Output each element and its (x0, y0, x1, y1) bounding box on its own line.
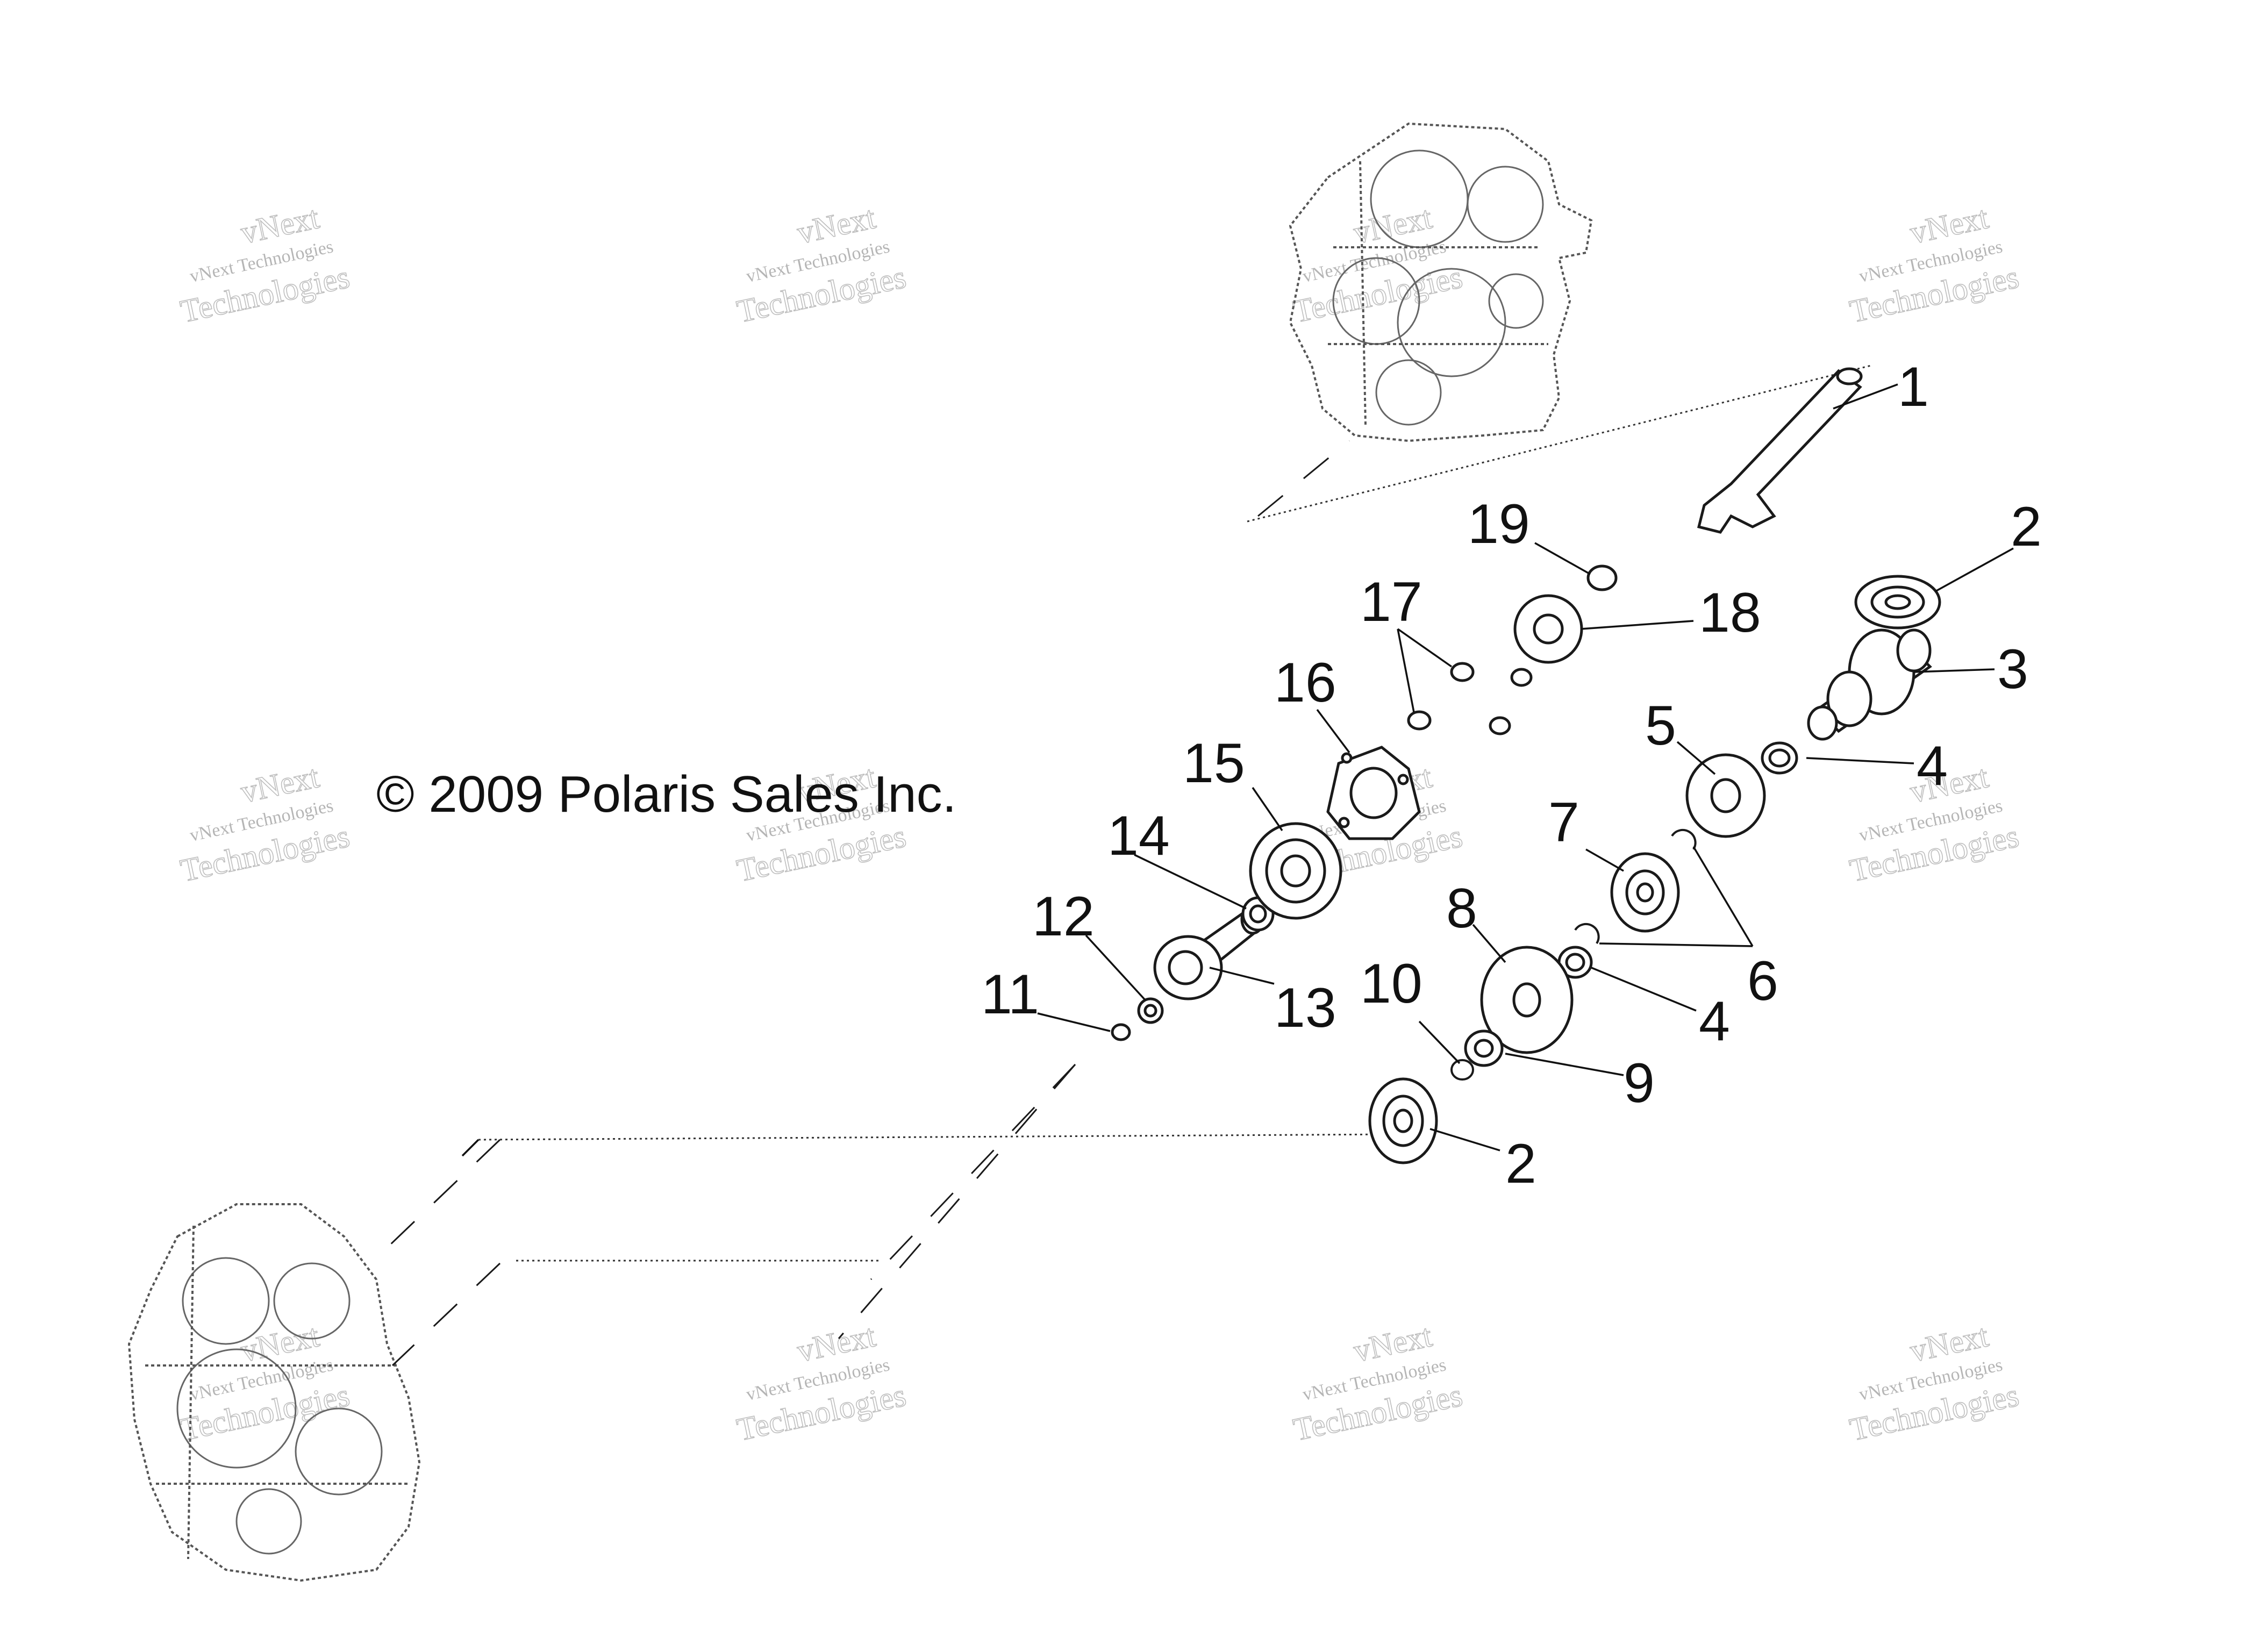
part-6-snap-rings (1574, 828, 1697, 945)
part-18-gear (1513, 594, 1583, 664)
part-19-ring (1586, 564, 1618, 591)
part-3-shaft (1807, 628, 1932, 741)
copyright-notice: © 2009 Polaris Sales Inc. (376, 766, 956, 823)
callout-6: 6 (1747, 950, 1778, 1012)
callout-15: 15 (1183, 732, 1245, 795)
part-2-bearing-lower (1368, 1077, 1438, 1164)
part-10-ring (1450, 1059, 1474, 1081)
callout-8: 8 (1446, 877, 1477, 940)
callout-7: 7 (1548, 791, 1579, 854)
part-9-washer (1464, 1029, 1504, 1067)
callout-16: 16 (1274, 652, 1336, 714)
callout-9: 9 (1624, 1052, 1655, 1114)
callout-12: 12 (1032, 885, 1095, 948)
part-8-gear (1480, 946, 1574, 1054)
part-12-washer (1137, 997, 1164, 1024)
callout-18: 18 (1699, 582, 1761, 644)
part-1-shift-fork (1697, 367, 1863, 534)
callout-5: 5 (1645, 695, 1676, 757)
upper-case-outline (1289, 122, 1593, 442)
parts (1111, 367, 1941, 1164)
callout-2-upper: 2 (2011, 496, 2042, 558)
callout-14: 14 (1107, 805, 1170, 867)
callout-1: 1 (1898, 356, 1929, 418)
part-16-retainer-plate (1326, 746, 1421, 840)
part-7-gear (1610, 852, 1680, 933)
callout-13: 13 (1274, 977, 1336, 1039)
part-17-bolts (1407, 662, 1533, 735)
callout-19: 19 (1468, 493, 1530, 555)
callout-3: 3 (1997, 638, 2028, 700)
callout-4-lower: 4 (1699, 990, 1730, 1053)
callout-11: 11 (981, 963, 1039, 1026)
callout-4-upper: 4 (1917, 735, 1948, 797)
lower-case-outline (127, 1203, 421, 1582)
part-5-gear (1685, 753, 1766, 838)
part-11-ring (1111, 1023, 1131, 1041)
leader-lines (1037, 383, 2014, 1152)
part-15-bearing (1249, 822, 1342, 920)
callouts: 1 2 3 4 5 6 7 4 8 9 10 2 11 12 13 14 15 … (981, 356, 2042, 1195)
alignment-lines (375, 364, 1871, 1367)
callout-2-lower: 2 (1505, 1133, 1536, 1195)
part-2-bearing-upper (1854, 575, 1941, 630)
part-4-bushing-upper (1761, 741, 1798, 775)
callout-10: 10 (1360, 953, 1422, 1015)
callout-17: 17 (1360, 571, 1422, 633)
